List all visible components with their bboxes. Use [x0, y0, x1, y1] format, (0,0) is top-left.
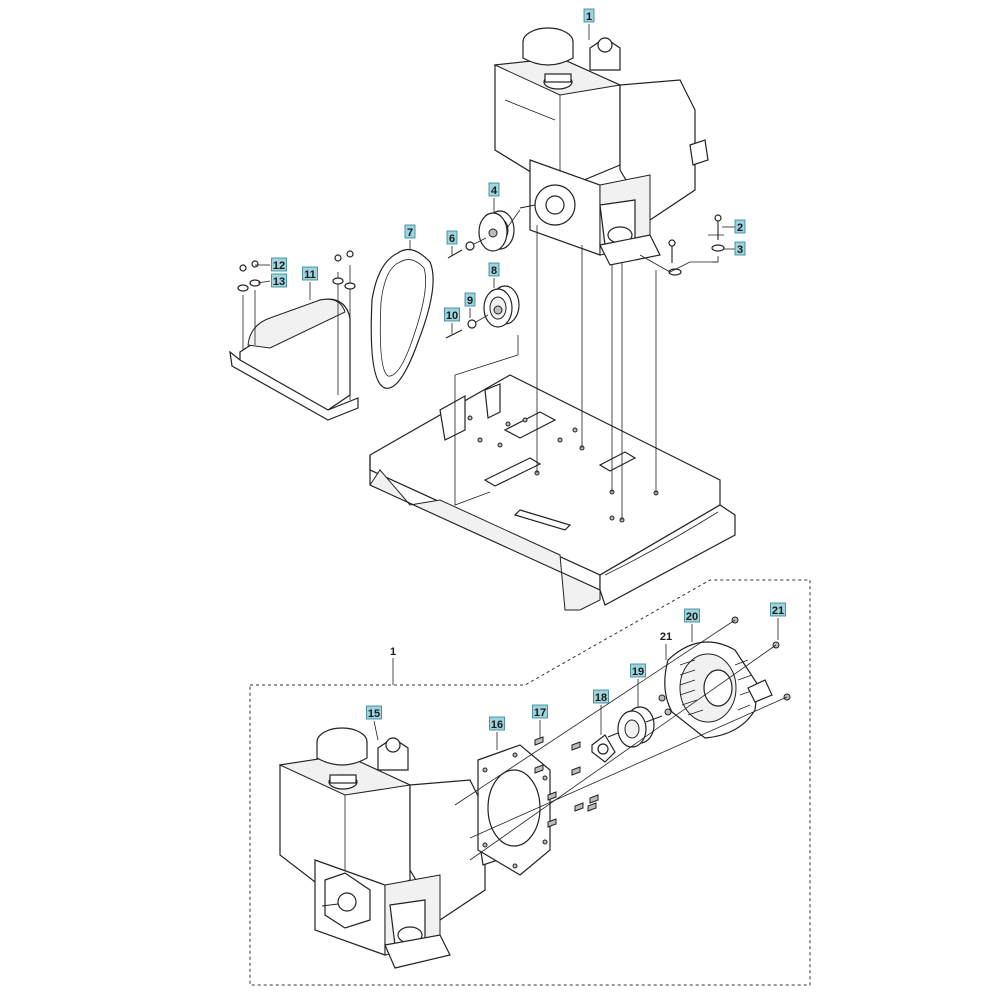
- label-housing-text: 20: [686, 611, 698, 623]
- label-pulley-engine-text: 4: [491, 185, 498, 197]
- label-engine-assembly-detail-text: 15: [368, 708, 380, 720]
- screw-washer-9-10: [445, 314, 489, 339]
- label-washer-pulley-driven-text: 9: [467, 295, 473, 307]
- label-belt-text: 7: [407, 227, 413, 239]
- label-flange-text: 18: [595, 692, 607, 704]
- label-belt: 7: [404, 224, 416, 250]
- label-screw-housing-plain-text: 21: [660, 631, 672, 643]
- label-engine-assembly-detail: 15: [366, 705, 382, 741]
- gasket: [477, 744, 551, 876]
- screws-17: [534, 736, 599, 828]
- label-screw-belt-guard: 12: [255, 257, 287, 272]
- coupling: [607, 706, 663, 748]
- pulley-engine: [478, 209, 521, 252]
- label-washer-text: 3: [737, 244, 743, 256]
- label-screw-gasket: 17: [532, 704, 548, 738]
- label-engine: 1: [583, 8, 595, 40]
- label-screw-housing-plain: 21: [660, 631, 672, 660]
- label-engine-text: 1: [586, 11, 592, 23]
- mount-hardware: [639, 214, 725, 276]
- label-screw-belt-guard-text: 12: [273, 260, 285, 272]
- label-coupling-text: 19: [632, 666, 644, 678]
- belt-guard: [229, 250, 359, 421]
- housing: [664, 641, 773, 739]
- label-coupling: 19: [630, 663, 646, 708]
- label-screw-pulley-engine: 6: [446, 230, 458, 256]
- flange: [591, 734, 616, 763]
- label-belt-guard-text: 11: [304, 269, 316, 281]
- label-gasket-text: 16: [491, 719, 503, 731]
- label-washer-pulley-driven: 9: [464, 292, 476, 318]
- label-screw-pulley-engine-text: 6: [449, 233, 455, 245]
- pulley-driven: [483, 285, 520, 328]
- label-washer-belt-guard-text: 13: [273, 276, 285, 288]
- label-pulley-driven-text: 8: [491, 265, 497, 277]
- leader-lines-lower: [454, 619, 788, 861]
- label-screw-gasket-text: 17: [534, 707, 546, 719]
- label-housing: 20: [684, 608, 700, 642]
- label-bolt-text: 2: [737, 222, 743, 234]
- label-flange: 18: [593, 689, 609, 735]
- label-screw-pulley-driven-text: 10: [446, 310, 458, 322]
- engine-lower: [278, 727, 499, 969]
- label-screw-pulley-driven: 10: [444, 307, 460, 334]
- label-washer-belt-guard: 13: [257, 273, 287, 288]
- screw-washer-6: [447, 237, 487, 259]
- label-washer: 3: [724, 241, 746, 256]
- label-pulley-engine: 4: [488, 182, 500, 212]
- label-engine-assembly: 1: [390, 646, 396, 658]
- leader-lines-upper: [454, 225, 657, 520]
- v-belt: [370, 248, 434, 389]
- label-engine-assembly-text: 1: [390, 646, 396, 658]
- base-plate: [369, 374, 736, 611]
- label-pulley-driven: 8: [488, 262, 500, 288]
- label-bolt: 2: [722, 219, 746, 234]
- label-gasket: 16: [489, 716, 505, 750]
- engine-upper: [493, 27, 709, 266]
- label-screw-housing: 21: [770, 602, 786, 640]
- label-belt-guard: 11: [302, 266, 318, 300]
- label-screw-housing-text: 21: [772, 605, 784, 617]
